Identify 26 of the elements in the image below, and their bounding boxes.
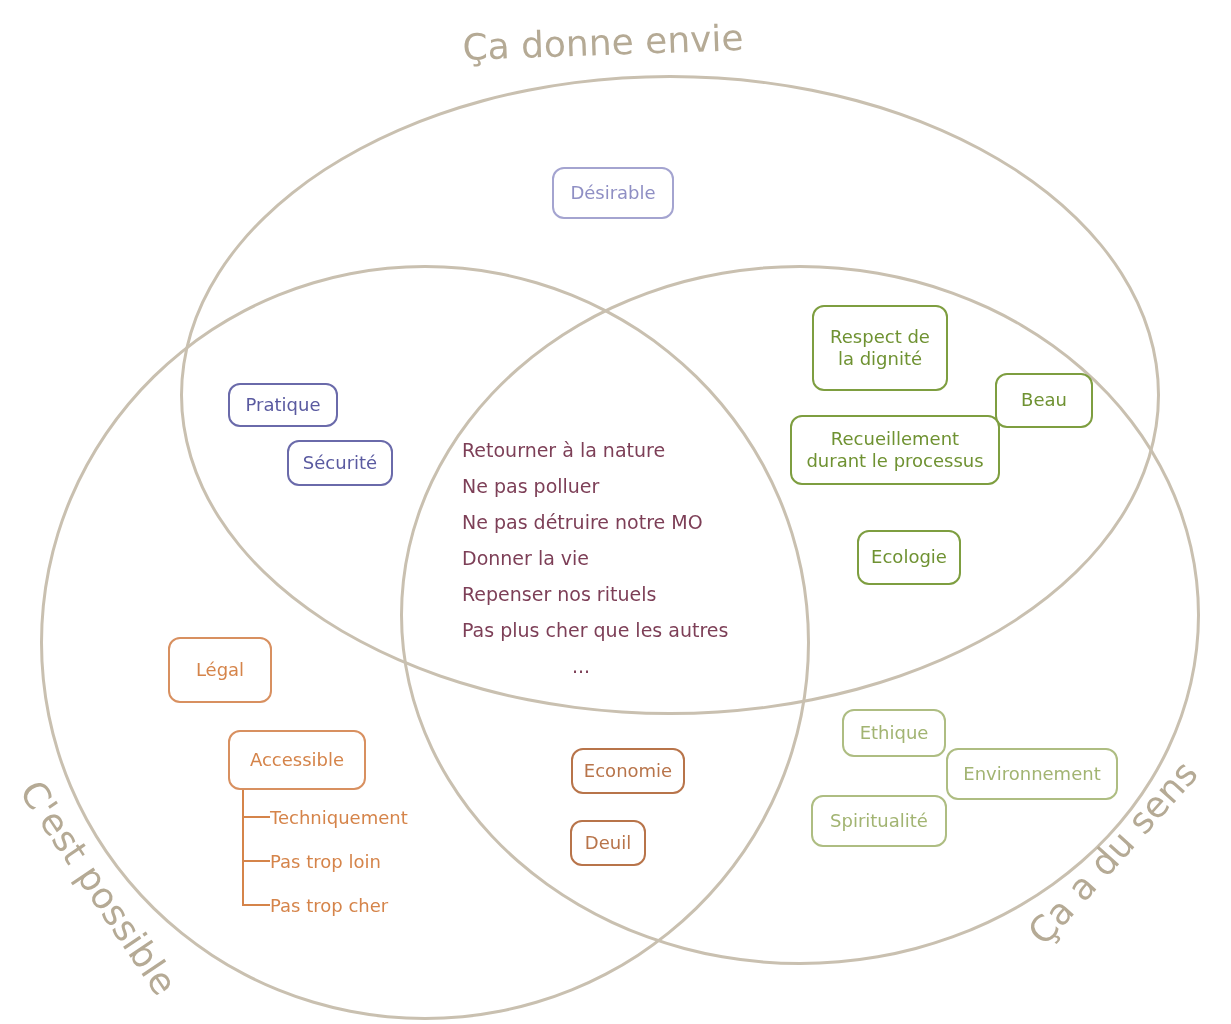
category-box: Ethique: [842, 709, 946, 757]
center-text: Retourner à la nature: [462, 438, 666, 463]
tree-connector: [242, 789, 271, 906]
category-box: Spiritualité: [811, 795, 947, 847]
category-box: Beau: [995, 373, 1093, 428]
category-box: Recueillement durant le processus: [790, 415, 1000, 485]
category-box: Sécurité: [287, 440, 393, 486]
list-item-text: Pas trop cher: [270, 890, 420, 920]
category-box: Environnement: [946, 748, 1118, 800]
center-text: Ne pas polluer: [462, 474, 600, 499]
category-box: Pratique: [228, 383, 338, 427]
center-text: Ne pas détruire notre MO: [462, 510, 703, 535]
category-box: Légal: [168, 637, 272, 703]
center-text: Pas plus cher que les autres: [462, 618, 729, 643]
category-box: Désirable: [552, 167, 674, 219]
list-item-text: Techniquement: [270, 802, 430, 832]
category-box: Respect de la dignité: [812, 305, 948, 391]
center-text: Repenser nos rituels: [462, 582, 657, 607]
category-box: Deuil: [570, 820, 646, 866]
circle-label: Ça donne envie: [461, 16, 745, 70]
category-box: Ecologie: [857, 530, 961, 585]
list-item-text: Pas trop loin: [270, 846, 420, 876]
center-text: ...: [572, 654, 591, 679]
category-box: Economie: [571, 748, 685, 794]
center-text: Donner la vie: [462, 546, 590, 571]
category-box: Accessible: [228, 730, 366, 790]
